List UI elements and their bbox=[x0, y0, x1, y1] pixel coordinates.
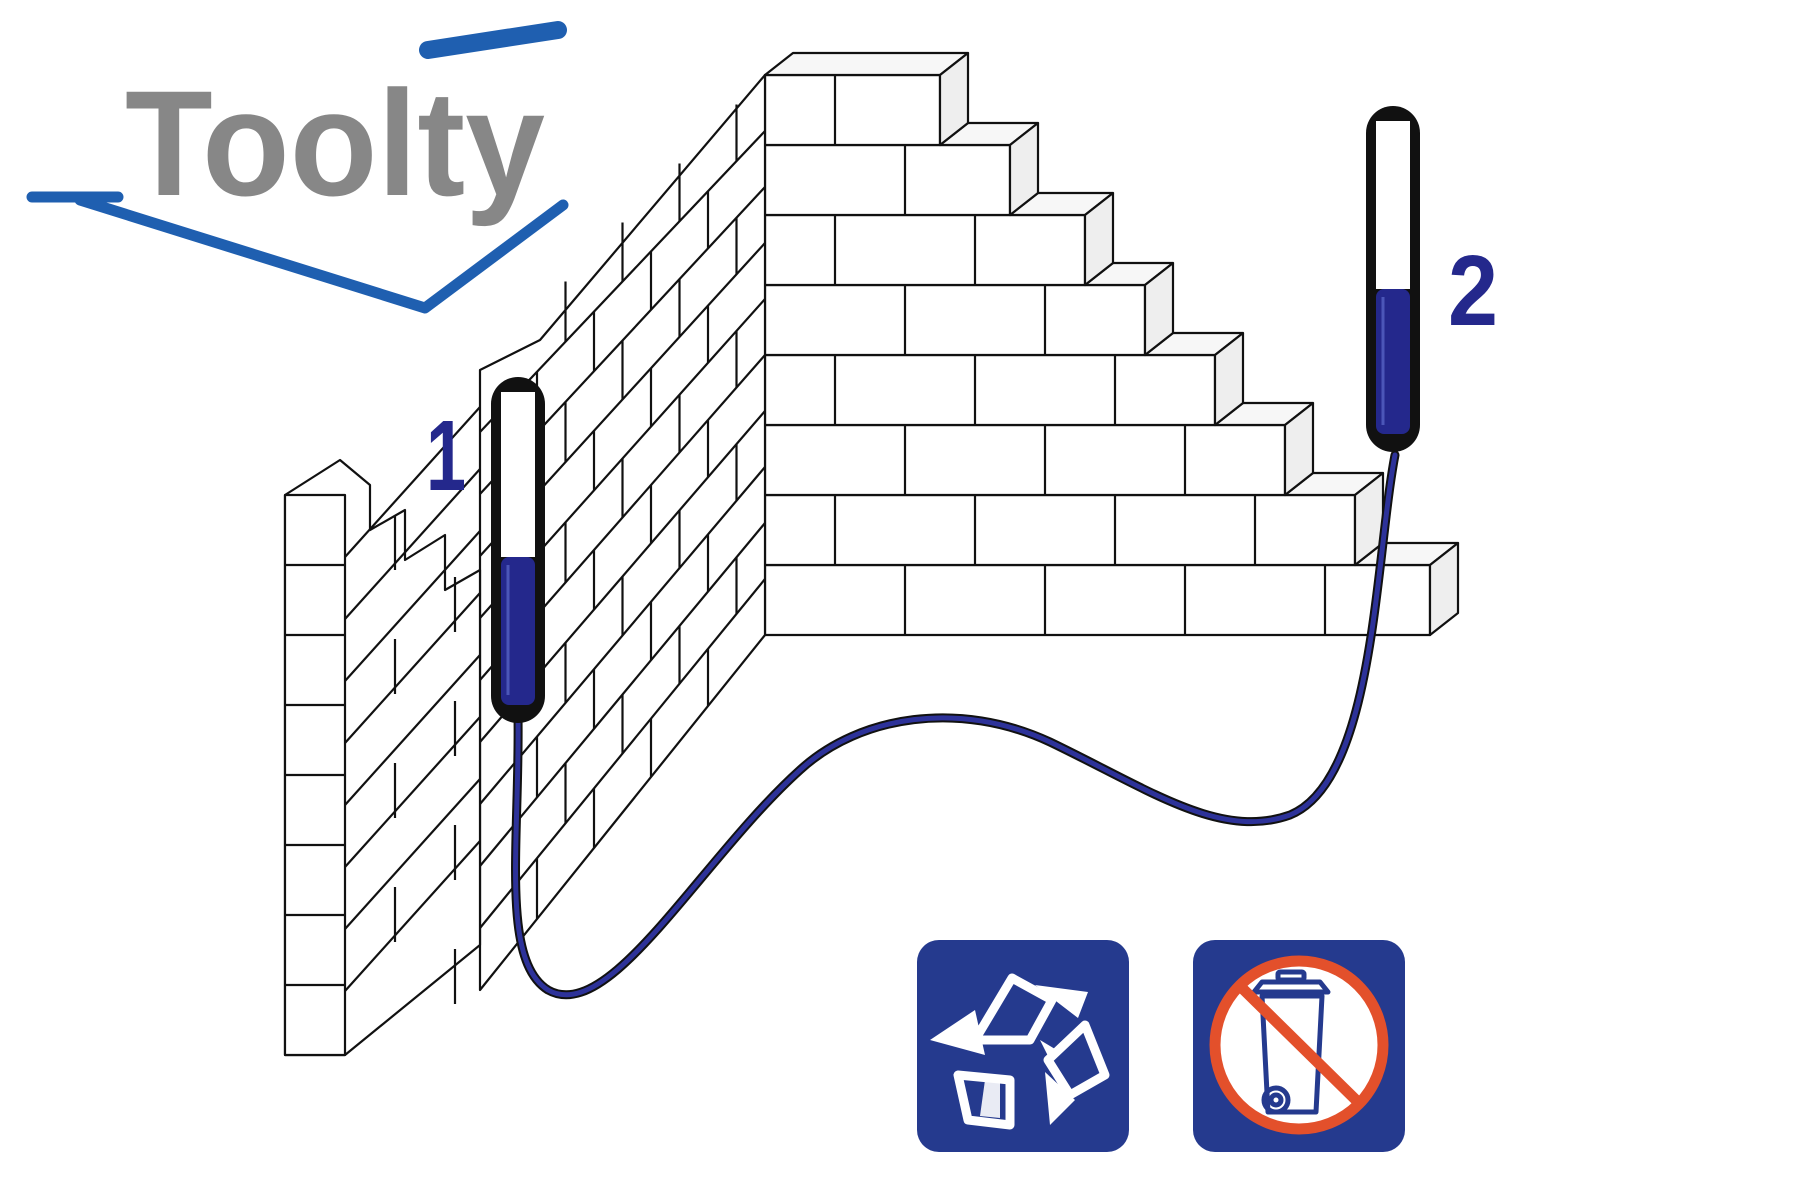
back-wall-course bbox=[763, 353, 1217, 427]
mortar-line bbox=[344, 716, 481, 868]
back-wall-course bbox=[763, 143, 1012, 217]
back-wall-step-end bbox=[1083, 191, 1115, 287]
mortar-line bbox=[344, 654, 481, 806]
back-wall-step-end bbox=[1143, 261, 1175, 357]
marker-label-1: 1 bbox=[426, 400, 466, 512]
back-wall-course bbox=[763, 283, 1147, 357]
back-wall-step-top bbox=[763, 51, 970, 77]
back-wall-step-end bbox=[938, 51, 970, 147]
hose bbox=[511, 450, 1400, 1000]
mortar-line bbox=[344, 840, 481, 992]
side-wall bbox=[478, 73, 767, 992]
back-wall-course bbox=[763, 73, 942, 147]
back-wall-course bbox=[763, 213, 1087, 287]
logo-top-stroke bbox=[419, 21, 567, 59]
mortar-line bbox=[344, 406, 481, 558]
no-trash-bin-icon bbox=[1193, 940, 1405, 1152]
recycle-icon bbox=[917, 940, 1129, 1152]
brand-name: Toolty bbox=[125, 59, 545, 227]
marker-label-2: 2 bbox=[1448, 235, 1498, 347]
mortar-line bbox=[344, 530, 481, 682]
back-wall-step-end bbox=[1428, 541, 1460, 637]
back-wall-course bbox=[763, 563, 1432, 637]
brick-walls bbox=[283, 51, 1460, 1057]
level-tube-2 bbox=[1366, 106, 1420, 452]
level-tube-1 bbox=[491, 377, 545, 723]
mortar-line bbox=[344, 468, 481, 620]
logo-underline bbox=[26, 191, 569, 314]
back-wall-course bbox=[763, 493, 1357, 567]
back-wall-step-end bbox=[1283, 401, 1315, 497]
back-wall-step-end bbox=[1213, 331, 1245, 427]
brand-logo: Toolty bbox=[26, 21, 569, 314]
back-wall-course bbox=[763, 423, 1287, 497]
mortar-line bbox=[344, 778, 481, 930]
mortar-line bbox=[344, 592, 481, 744]
back-wall-step-end bbox=[1008, 121, 1040, 217]
